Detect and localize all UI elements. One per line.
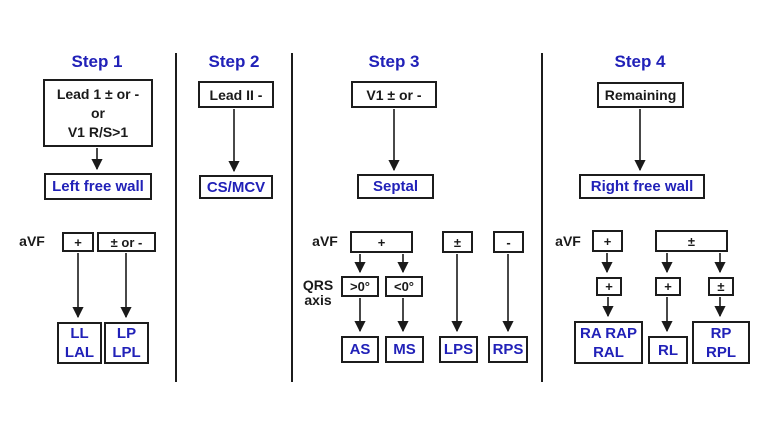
step-4-condition-plus-label: + <box>603 233 612 249</box>
step-4-condition-plus-box: + <box>592 230 623 252</box>
step-3-condition-pm-label: ± <box>453 234 462 250</box>
step-4-sub-pm-box: ± <box>708 277 734 296</box>
step-4-result-ra-rap-ral-box: RA RAP RAL <box>574 321 643 364</box>
step-4-sub-plus-2-box: + <box>655 277 681 296</box>
step-4-result-rl-box: RL <box>648 336 688 364</box>
step-3-condition-pm-box: ± <box>442 231 473 253</box>
axis-label-line: axis <box>304 292 332 308</box>
step-3-criterion-line: V1 ± or - <box>366 86 422 103</box>
step-4-condition-pm-box: ± <box>655 230 728 252</box>
step-2-region-label: CS/MCV <box>206 178 266 196</box>
result-lp-label: LP <box>116 325 137 342</box>
qrs-lt0-label: <0° <box>393 279 415 294</box>
step-2-criterion-line: Lead II - <box>209 86 263 103</box>
qrs-axis-label: QRS axis <box>298 278 338 308</box>
step-4-sub-plus-1-label: + <box>605 279 613 294</box>
qrs-gt0-box: >0° <box>341 276 379 297</box>
step-1-region-box: Left free wall <box>44 173 152 200</box>
result-lpl-label: LPL <box>112 344 141 361</box>
qrs-gt0-label: >0° <box>349 279 371 294</box>
step-1-criterion-line-1: Lead 1 ± or - <box>56 85 140 102</box>
result-ra-rap-label: RA RAP <box>580 324 637 342</box>
result-rp-label: RP <box>710 324 732 342</box>
step-3-result-lps-box: LPS <box>439 336 478 363</box>
step-4-region-box: Right free wall <box>579 174 705 199</box>
step-3-condition-minus-box: - <box>493 231 524 253</box>
qrs-label-line: QRS <box>302 277 334 293</box>
step-1-title: Step 1 <box>71 52 123 71</box>
result-rps-label: RPS <box>492 341 524 358</box>
step-3-region-label: Septal <box>372 178 418 195</box>
step-1-criterion-line-3: V1 R/S>1 <box>67 123 129 140</box>
step-3-result-rps-box: RPS <box>488 336 528 363</box>
step-1-criterion-line-2: or <box>91 104 105 121</box>
step-1-condition-pm-minus-label: ± or - <box>110 234 143 250</box>
step-4-sub-plus-1-box: + <box>596 277 622 296</box>
step-3-condition-minus-label: - <box>506 234 511 250</box>
step-3-condition-plus-label: + <box>377 234 386 250</box>
result-ral-label: RAL <box>593 343 624 361</box>
step-3-result-ms-box: MS <box>385 336 424 363</box>
step-4-result-rp-rpl-box: RP RPL <box>692 321 750 364</box>
step-4-title: Step 4 <box>614 52 666 71</box>
result-rpl-label: RPL <box>706 343 736 361</box>
step-1-condition-plus-label: + <box>74 234 82 250</box>
step-1-result-lp-lpl-box: LP LPL <box>104 322 149 364</box>
step-1-condition-pm-minus-box: ± or - <box>97 232 156 252</box>
step-1-criterion-box: Lead 1 ± or - or V1 R/S>1 <box>43 79 153 147</box>
result-lps-label: LPS <box>443 341 474 358</box>
step-4-criterion-box: Remaining <box>597 82 684 108</box>
step-2-criterion-box: Lead II - <box>198 81 274 108</box>
step-1-avf-label: aVF <box>19 233 45 249</box>
step-4-criterion-line: Remaining <box>604 87 677 103</box>
step-4-condition-pm-label: ± <box>687 233 696 249</box>
qrs-lt0-box: <0° <box>385 276 423 297</box>
result-ms-label: MS <box>393 341 416 358</box>
result-rl-label: RL <box>658 341 678 359</box>
step-3-criterion-box: V1 ± or - <box>351 81 437 108</box>
step-4-avf-label: aVF <box>555 233 581 249</box>
step-4-sub-pm-label: ± <box>717 279 725 294</box>
result-lal-label: LAL <box>64 344 95 361</box>
step-4-region-label: Right free wall <box>590 178 694 195</box>
step-2-region-box: CS/MCV <box>199 175 273 199</box>
step-3-title: Step 3 <box>368 52 420 71</box>
step-3-condition-plus-box: + <box>350 231 413 253</box>
step-3-region-box: Septal <box>357 174 434 199</box>
step-4-sub-plus-2-label: + <box>664 279 672 294</box>
step-3-avf-label: aVF <box>312 233 338 249</box>
result-as-label: AS <box>349 341 371 358</box>
step-2-title: Step 2 <box>208 52 260 71</box>
step-1-region-label: Left free wall <box>52 178 144 195</box>
step-3-result-as-box: AS <box>341 336 379 363</box>
step-1-condition-plus-box: + <box>62 232 94 252</box>
step-1-result-ll-lal-box: LL LAL <box>57 322 102 364</box>
result-ll-label: LL <box>70 325 89 342</box>
